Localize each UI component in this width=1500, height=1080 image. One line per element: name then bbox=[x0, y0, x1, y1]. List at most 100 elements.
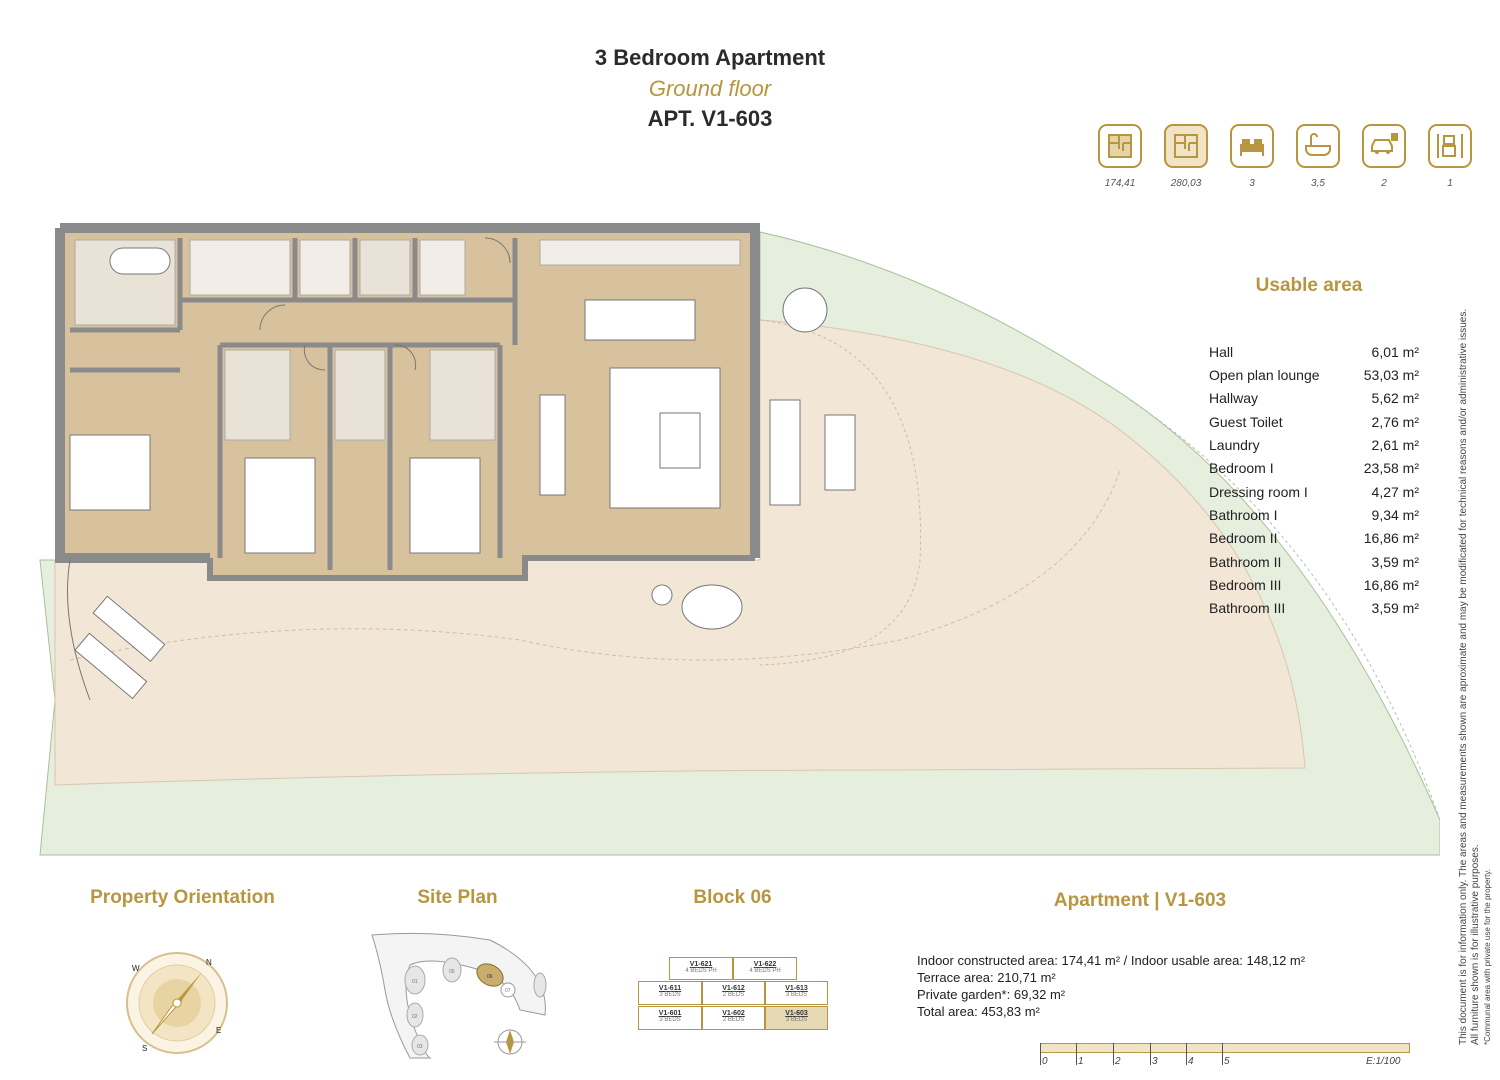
area-row: Open plan lounge 53,03 m² bbox=[1209, 367, 1419, 387]
room-area: 6,01 m² bbox=[1371, 344, 1419, 360]
scale-label: E:1/100 bbox=[1366, 1056, 1401, 1067]
compass-w: W bbox=[132, 964, 140, 973]
plan-title: 3 Bedroom Apartment bbox=[594, 45, 826, 70]
room-name: Open plan lounge bbox=[1209, 367, 1320, 383]
terrace-table bbox=[824, 414, 856, 491]
terrace-area bbox=[54, 319, 1306, 786]
plan-built-icon bbox=[1098, 124, 1142, 168]
disclaimer-line: This document is for information only. T… bbox=[1458, 308, 1469, 1045]
area-row: Bedroom I 23,58 m² bbox=[1209, 460, 1419, 480]
coffee-table bbox=[659, 412, 701, 469]
plan-plot-icon bbox=[1164, 124, 1208, 168]
feature-value: 3,5 bbox=[1311, 178, 1325, 189]
apartment-heading: Apartment | V1-603 bbox=[1053, 890, 1227, 911]
scale-tick: 1 bbox=[1078, 1056, 1084, 1067]
bathtub bbox=[109, 247, 171, 275]
summary-terrace: Terrace area: 210,71 m² bbox=[917, 970, 1056, 985]
room-area: 53,03 m² bbox=[1363, 367, 1419, 383]
scale-tick: 2 bbox=[1115, 1056, 1121, 1067]
room-area: 4,27 m² bbox=[1371, 484, 1419, 500]
feature-value: 174,41 bbox=[1104, 178, 1136, 189]
room-name: Hall bbox=[1209, 344, 1234, 360]
room-name: Hallway bbox=[1209, 390, 1259, 406]
area-row: Bathroom III 3,59 m² bbox=[1209, 600, 1419, 620]
room-name: Dressing room I bbox=[1209, 484, 1308, 500]
site-label: 01 bbox=[412, 979, 418, 985]
room-area: 9,34 m² bbox=[1371, 507, 1419, 523]
area-row: Bedroom II 16,86 m² bbox=[1209, 530, 1419, 550]
compass-n: N bbox=[206, 958, 212, 967]
summary-garden: Private garden*: 69,32 m² bbox=[917, 987, 1066, 1002]
compass-rose-icon bbox=[126, 952, 228, 1054]
site-label: 05 bbox=[449, 969, 455, 975]
feature-value: 280,03 bbox=[1170, 178, 1202, 189]
floor-plan bbox=[39, 223, 1440, 856]
block-heading: Block 06 bbox=[693, 887, 772, 908]
feature-value: 1 bbox=[1447, 178, 1453, 189]
compass-s: S bbox=[142, 1044, 148, 1053]
room-name: Bathroom III bbox=[1209, 600, 1286, 616]
disclaimer-line: All furniture shown is for illustrative … bbox=[1470, 844, 1481, 1045]
orientation-heading: Property Orientation bbox=[90, 887, 275, 908]
site-label: 07 bbox=[505, 988, 511, 994]
bed-3 bbox=[409, 457, 481, 554]
floor-subtitle: Ground floor bbox=[648, 76, 772, 101]
site-plan-heading: Site Plan bbox=[417, 887, 498, 908]
area-row: Guest Toilet 2,76 m² bbox=[1209, 414, 1419, 434]
room-area: 16,86 m² bbox=[1363, 577, 1419, 593]
area-row: Laundry 2,61 m² bbox=[1209, 437, 1419, 457]
room-area: 2,76 m² bbox=[1371, 414, 1419, 430]
summary-total: Total area: 453,83 m² bbox=[917, 1004, 1040, 1019]
site-label: 06 bbox=[487, 974, 493, 980]
kitchen-island bbox=[584, 299, 696, 341]
room-area: 16,86 m² bbox=[1363, 530, 1419, 546]
site-label: 02 bbox=[412, 1014, 418, 1020]
area-row: Bathroom I 9,34 m² bbox=[1209, 507, 1419, 527]
scale-tick: 4 bbox=[1188, 1056, 1194, 1067]
room-area: 3,59 m² bbox=[1371, 554, 1419, 570]
usable-area-heading: Usable area bbox=[1255, 275, 1363, 296]
feature-value: 3 bbox=[1249, 178, 1255, 189]
interior-area bbox=[60, 228, 755, 578]
summary-indoor: Indoor constructed area: 174,41 m² / Ind… bbox=[917, 953, 1306, 968]
site-label: 03 bbox=[417, 1044, 423, 1050]
disclaimer: This document is for information only. T… bbox=[1458, 309, 1494, 1045]
area-row: Hall 6,01 m² bbox=[1209, 344, 1419, 364]
car-parking-icon bbox=[1362, 124, 1406, 168]
bathtub-icon bbox=[1296, 124, 1340, 168]
scale-tick: 5 bbox=[1224, 1056, 1230, 1067]
scale-tick: 3 bbox=[1152, 1056, 1158, 1067]
compass-e: E bbox=[216, 1026, 222, 1035]
scale-tick: 0 bbox=[1042, 1056, 1048, 1067]
room-area: 3,59 m² bbox=[1371, 600, 1419, 616]
room-name: Guest Toilet bbox=[1209, 414, 1283, 430]
room-name: Bathroom I bbox=[1209, 507, 1278, 523]
apartment-code: APT. V1-603 bbox=[647, 106, 773, 131]
feature-value: 2 bbox=[1381, 178, 1387, 189]
area-row: Bathroom II 3,59 m² bbox=[1209, 554, 1419, 574]
bed-1 bbox=[69, 434, 151, 511]
room-area: 5,62 m² bbox=[1371, 390, 1419, 406]
room-area: 2,61 m² bbox=[1371, 437, 1419, 453]
room-area: 23,58 m² bbox=[1363, 460, 1419, 476]
room-name: Laundry bbox=[1209, 437, 1260, 453]
room-name: Bedroom II bbox=[1209, 530, 1278, 546]
storage-icon bbox=[1428, 124, 1472, 168]
bed-icon bbox=[1230, 124, 1274, 168]
garden-note: *Communal area with private use for the … bbox=[1483, 869, 1492, 1045]
area-row: Hallway 5,62 m² bbox=[1209, 390, 1419, 410]
compass: N S E W bbox=[124, 950, 230, 1056]
terrace-sofa bbox=[769, 399, 801, 506]
bed-2 bbox=[244, 457, 316, 554]
room-name: Bedroom I bbox=[1209, 460, 1274, 476]
room-name: Bathroom II bbox=[1209, 554, 1282, 570]
dining-table bbox=[539, 394, 566, 496]
room-name: Bedroom III bbox=[1209, 577, 1282, 593]
